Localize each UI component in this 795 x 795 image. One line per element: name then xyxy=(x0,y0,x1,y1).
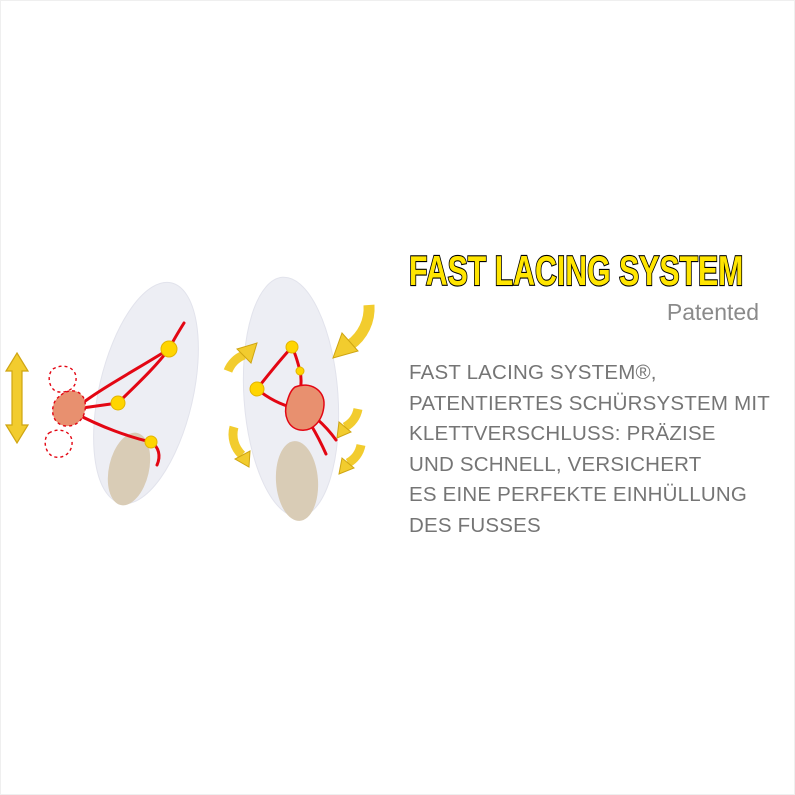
double-arrow-icon xyxy=(4,351,30,445)
page-title: FAST LACING SYSTEM xyxy=(408,247,744,294)
motion-arrows xyxy=(223,304,375,475)
heel-pad-left xyxy=(107,432,151,506)
pull-tab-left xyxy=(51,390,87,427)
pull-tab-ghost-outlines xyxy=(44,365,77,458)
lace-anchor-dots-left xyxy=(110,340,178,449)
description-line: UND SCHNELL, VERSICHERT xyxy=(409,452,702,476)
curved-arrow-top-left-icon xyxy=(223,342,258,373)
pull-tab-right xyxy=(284,384,325,431)
curved-arrow-right-lower-icon xyxy=(338,443,366,475)
patented-label: Patented xyxy=(666,299,759,325)
description-line: PATENTIERTES SCHÜRSYSTEM MIT xyxy=(409,391,770,415)
description-line: FAST LACING SYSTEM®, xyxy=(409,361,657,384)
lace-anchor-dots-right xyxy=(249,340,305,397)
description-text: FAST LACING SYSTEM®, PATENTIERTES SCHÜRS… xyxy=(409,358,770,541)
text-column: FAST LACING SYSTEM Patented FAST LACING … xyxy=(408,247,770,541)
description-line: DES FUSSES xyxy=(409,513,541,537)
shoe-sole-left xyxy=(93,281,199,506)
lacing-diagram xyxy=(4,276,375,521)
curved-arrow-bottom-left-icon xyxy=(228,425,251,468)
heel-pad-right xyxy=(275,441,319,521)
curved-arrow-top-right-icon xyxy=(332,304,375,359)
description-line: KLETTVERSCHLUSS: PRÄZISE xyxy=(409,422,716,445)
description-line: ES EINE PERFEKTE EINHÜLLUNG xyxy=(409,483,748,506)
curved-arrow-right-upper-icon xyxy=(336,407,363,439)
